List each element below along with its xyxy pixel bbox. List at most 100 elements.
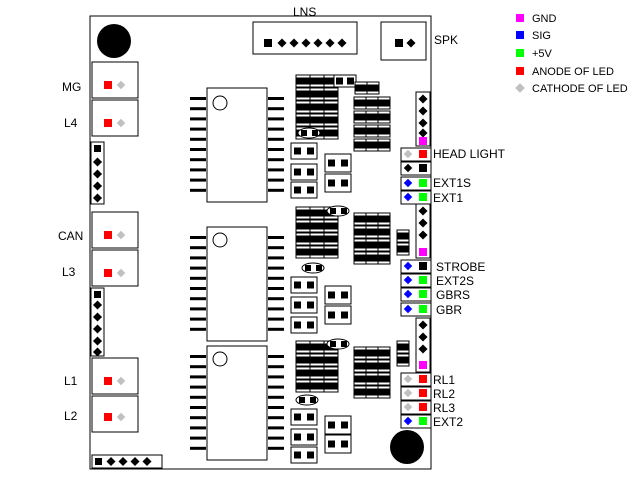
pad xyxy=(324,369,331,377)
label-spk: SPK xyxy=(434,33,459,47)
pad xyxy=(307,321,314,329)
pad xyxy=(347,77,354,85)
ic-lead xyxy=(190,188,206,192)
pin xyxy=(403,402,413,412)
pad xyxy=(365,349,373,357)
pad xyxy=(383,113,391,121)
label-l3: L3 xyxy=(62,265,76,279)
ic-lead xyxy=(268,178,284,182)
pad xyxy=(324,116,331,124)
pad xyxy=(307,451,314,459)
label-l1: L1 xyxy=(64,374,78,388)
pad xyxy=(331,356,338,364)
legend-anode: ANODE OF LED xyxy=(516,66,614,78)
ic-lead xyxy=(268,355,284,358)
mounting-hole-bottom-right xyxy=(390,430,424,464)
pad-outline xyxy=(324,153,352,173)
anode-swatch-icon xyxy=(516,67,524,76)
pad-outline xyxy=(324,285,352,305)
pad xyxy=(377,349,385,357)
label-rl2: RL2 xyxy=(433,387,456,401)
ic-lead xyxy=(268,317,284,321)
pad xyxy=(310,343,317,351)
pad xyxy=(331,222,338,230)
ic-lead xyxy=(190,426,206,430)
gnd-swatch-icon xyxy=(516,14,524,23)
pad xyxy=(303,90,310,98)
pad xyxy=(371,141,379,149)
pad xyxy=(317,209,324,217)
pad xyxy=(324,343,331,351)
pad xyxy=(371,388,379,396)
pad xyxy=(353,375,361,383)
ic-lead xyxy=(190,355,206,358)
pad xyxy=(328,421,335,429)
pad xyxy=(296,248,303,256)
pad xyxy=(294,186,301,194)
pad xyxy=(328,311,335,319)
pad xyxy=(317,116,324,124)
pad xyxy=(296,77,303,85)
pad xyxy=(359,254,367,262)
pad xyxy=(365,388,373,396)
pin xyxy=(419,290,427,298)
pad xyxy=(383,349,391,357)
ic-lead xyxy=(190,436,206,440)
pad xyxy=(353,215,361,223)
pad xyxy=(317,369,324,377)
led-connector-mg xyxy=(91,61,139,99)
ic-lead xyxy=(268,385,284,389)
ic-lead xyxy=(268,426,284,430)
pad xyxy=(331,235,338,243)
left-header-upper xyxy=(90,141,105,205)
ic-lead xyxy=(190,365,206,369)
pin xyxy=(403,374,413,384)
pad xyxy=(307,433,314,441)
pad xyxy=(383,254,391,262)
pad xyxy=(294,147,301,155)
ic-lead xyxy=(268,158,284,162)
pad xyxy=(296,235,303,243)
pad xyxy=(353,113,361,121)
ic-lead xyxy=(190,148,206,151)
pad xyxy=(303,209,310,217)
pad xyxy=(341,440,348,448)
pad xyxy=(317,343,324,351)
ic-lead xyxy=(268,307,284,311)
pad xyxy=(359,228,367,236)
pin xyxy=(403,163,413,173)
pad xyxy=(341,421,348,429)
label-gbrs: GBRS xyxy=(436,288,471,302)
pad xyxy=(365,141,373,149)
ic-lead xyxy=(268,97,284,100)
pad-outline xyxy=(290,446,318,464)
ic-lead xyxy=(190,395,206,399)
pad xyxy=(371,127,379,135)
pad xyxy=(341,341,347,347)
pad xyxy=(371,254,379,262)
pad-outline xyxy=(324,434,352,454)
pad xyxy=(331,369,338,377)
pad xyxy=(353,254,361,262)
ic-lead xyxy=(268,188,284,192)
pin xyxy=(403,192,413,202)
ic-lead xyxy=(190,297,206,301)
pin xyxy=(419,262,427,270)
label-rl3: RL3 xyxy=(433,401,456,415)
pad xyxy=(310,397,316,403)
pad xyxy=(299,397,305,403)
ic-lead xyxy=(268,256,284,260)
ic-lead xyxy=(268,236,284,239)
pad xyxy=(372,84,380,92)
label-ext2: EXT2 xyxy=(433,415,464,429)
pad xyxy=(365,375,373,383)
pad xyxy=(310,369,317,377)
pad xyxy=(353,388,361,396)
pad xyxy=(365,127,373,135)
label-gbr: GBR xyxy=(436,303,463,317)
pad xyxy=(317,356,324,364)
pad xyxy=(303,77,310,85)
pad xyxy=(366,84,374,92)
pad xyxy=(331,90,338,98)
